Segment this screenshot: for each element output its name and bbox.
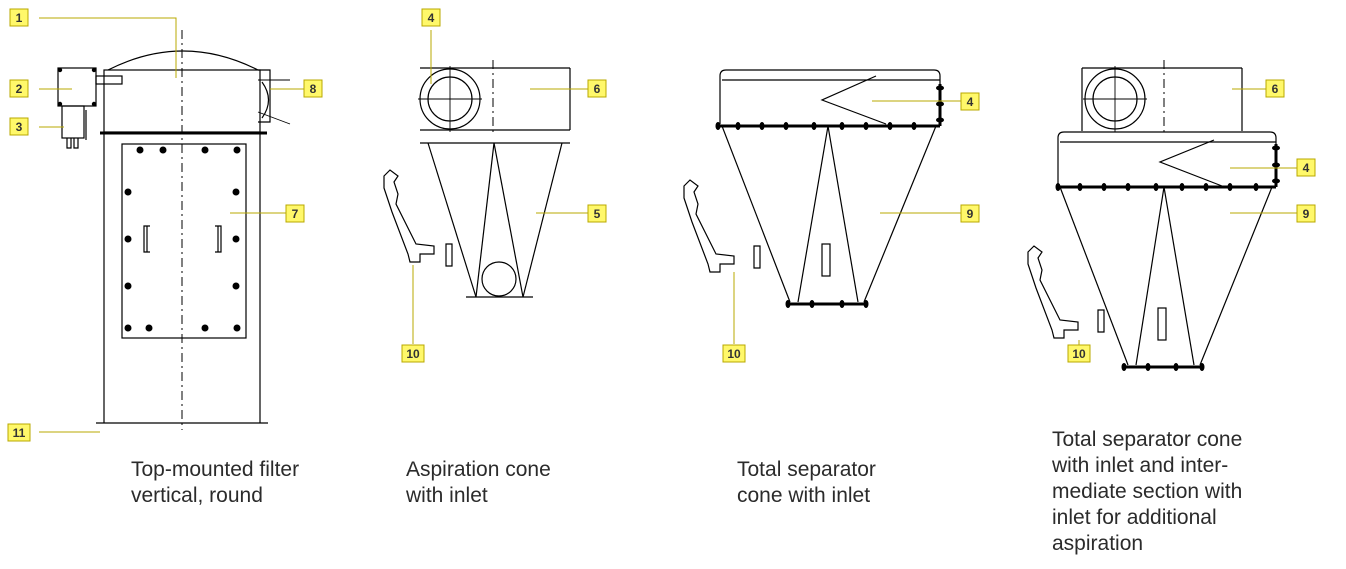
intermediate-valve bbox=[1027, 245, 1105, 339]
caption-line: Top-mounted filter bbox=[131, 458, 300, 481]
svg-text:6: 6 bbox=[1272, 82, 1279, 96]
callout-10-aspiration: 10 bbox=[401, 344, 425, 363]
callout-3: 3 bbox=[9, 117, 29, 136]
caption-line: with inlet and inter- bbox=[1052, 454, 1229, 477]
caption-line: with inlet bbox=[406, 484, 488, 507]
callout-4-separator: 4 bbox=[960, 92, 980, 111]
caption-line: inlet for additional bbox=[1052, 506, 1217, 529]
separator-valve bbox=[683, 179, 761, 273]
caption-aspiration: Aspiration cone with inlet bbox=[406, 457, 551, 509]
aspiration-cone-drawing bbox=[383, 60, 571, 298]
svg-text:8: 8 bbox=[310, 82, 317, 96]
callout-6-intermediate: 6 bbox=[1265, 79, 1285, 98]
caption-line: Total separator cone bbox=[1052, 428, 1243, 451]
callout-1: 1 bbox=[9, 8, 29, 27]
caption-line: vertical, round bbox=[131, 484, 263, 507]
svg-text:3: 3 bbox=[16, 120, 23, 134]
callout-5: 5 bbox=[587, 204, 607, 223]
caption-line: cone with inlet bbox=[737, 484, 871, 507]
callout-6-aspiration: 6 bbox=[587, 79, 607, 98]
svg-text:4: 4 bbox=[428, 11, 435, 25]
svg-text:6: 6 bbox=[594, 82, 601, 96]
separator-flange-bolts bbox=[715, 85, 944, 130]
callout-7: 7 bbox=[285, 204, 305, 223]
callout-4-aspiration: 4 bbox=[421, 8, 441, 27]
svg-text:4: 4 bbox=[967, 95, 974, 109]
callout-4-intermediate: 4 bbox=[1296, 158, 1316, 177]
intermediate-flange-bolts bbox=[1055, 145, 1280, 191]
separator-cone-drawing bbox=[683, 69, 944, 308]
intermediate-section-drawing bbox=[1027, 60, 1280, 371]
door-handle-right bbox=[215, 225, 222, 253]
svg-text:9: 9 bbox=[967, 207, 974, 221]
callout-10-separator: 10 bbox=[722, 344, 746, 363]
svg-text:7: 7 bbox=[292, 207, 299, 221]
svg-text:10: 10 bbox=[1072, 347, 1086, 361]
caption-separator: Total separator cone with inlet bbox=[737, 457, 876, 509]
caption-line: Total separator bbox=[737, 458, 876, 481]
svg-text:9: 9 bbox=[1303, 207, 1310, 221]
callout-10-intermediate: 10 bbox=[1067, 344, 1091, 363]
callout-2: 2 bbox=[9, 79, 29, 98]
svg-text:11: 11 bbox=[13, 426, 26, 440]
svg-text:1: 1 bbox=[16, 11, 23, 25]
svg-text:2: 2 bbox=[16, 82, 23, 96]
aspiration-valve bbox=[383, 169, 453, 267]
caption-intermediate: Total separator cone with inlet and inte… bbox=[1052, 427, 1242, 557]
callout-11: 11 bbox=[7, 423, 31, 442]
leader-lines bbox=[39, 17, 1297, 433]
svg-text:10: 10 bbox=[406, 347, 420, 361]
caption-line: aspiration bbox=[1052, 532, 1144, 555]
caption-line: Aspiration cone bbox=[406, 458, 551, 481]
callout-9-intermediate: 9 bbox=[1296, 204, 1316, 223]
door-handle-left bbox=[143, 225, 150, 253]
callout-9-separator: 9 bbox=[960, 204, 980, 223]
callout-8: 8 bbox=[303, 79, 323, 98]
filter-drawing bbox=[57, 30, 291, 430]
filter-bolts bbox=[124, 146, 241, 332]
svg-text:10: 10 bbox=[727, 347, 741, 361]
svg-text:5: 5 bbox=[594, 207, 601, 221]
svg-text:4: 4 bbox=[1303, 161, 1310, 175]
caption-filter: Top-mounted filter vertical, round bbox=[131, 457, 299, 509]
caption-line: mediate section with bbox=[1052, 480, 1243, 503]
